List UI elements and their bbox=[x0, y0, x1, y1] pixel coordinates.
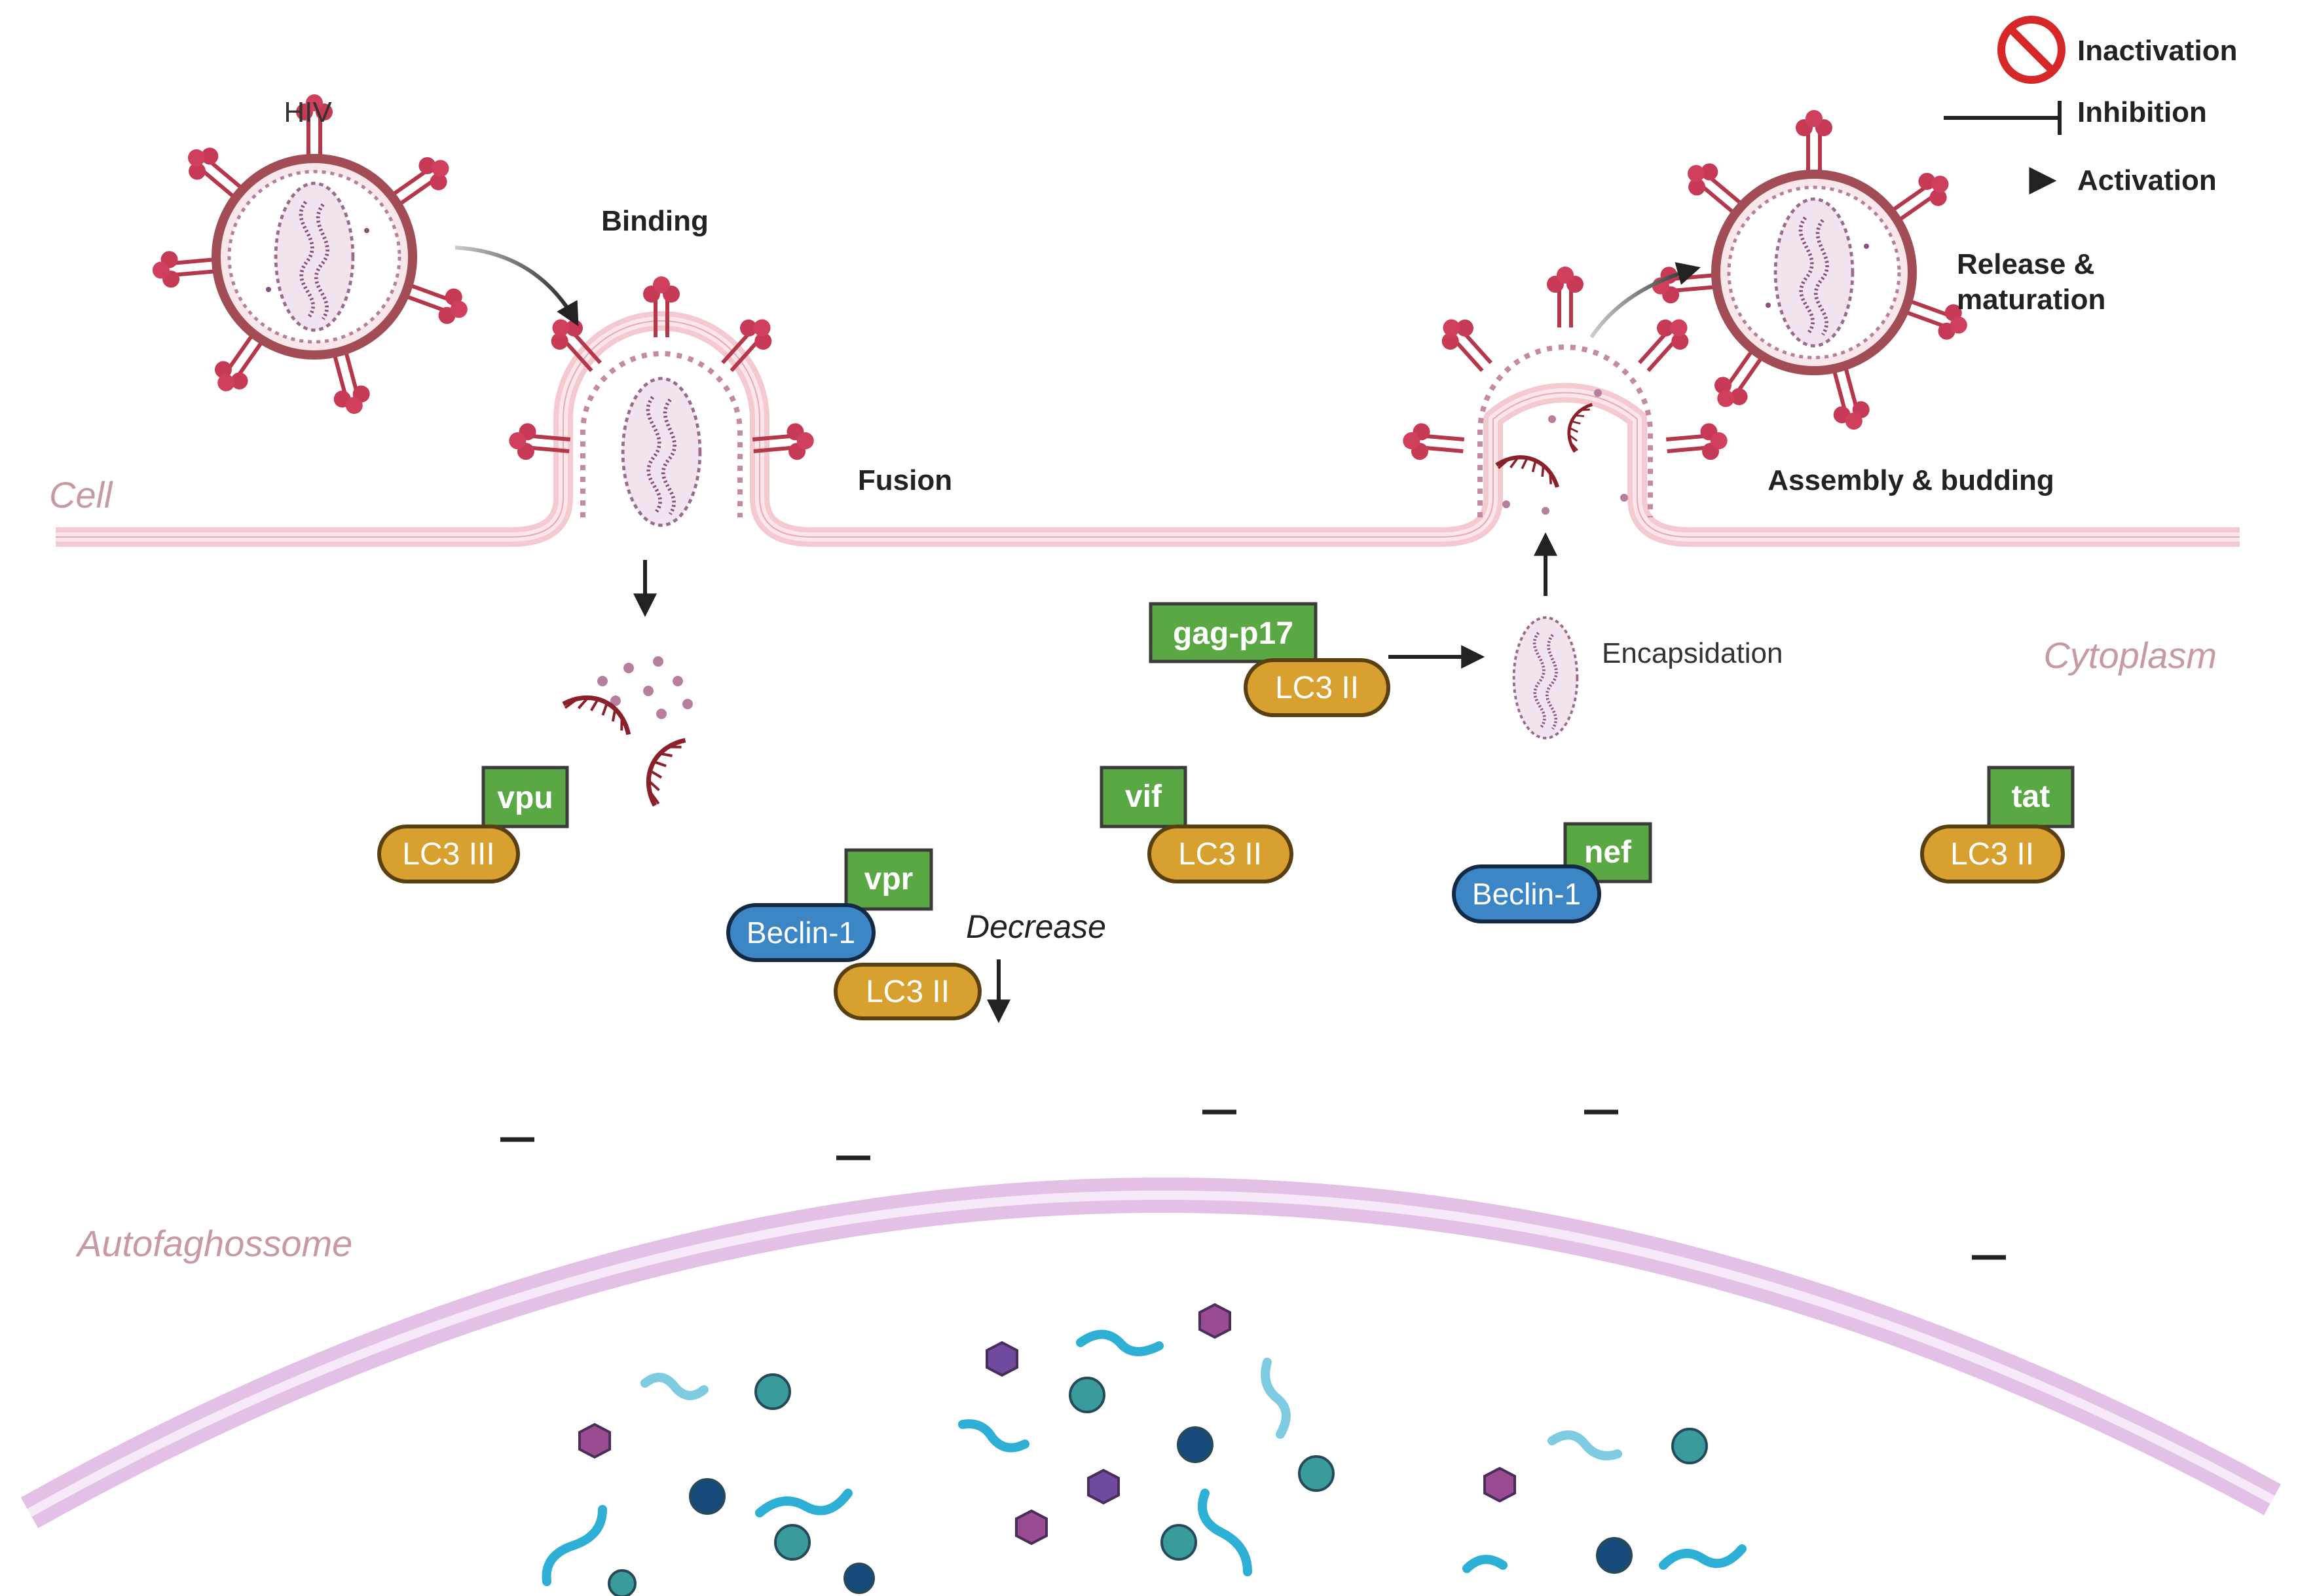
inhibition-lines bbox=[500, 887, 2006, 1257]
nef-label: nef bbox=[1584, 835, 1632, 870]
beclin-nef-pill bbox=[1452, 864, 1601, 923]
cell-label: Cell bbox=[49, 474, 113, 515]
legend: Inactivation Inhibition Activation bbox=[1944, 16, 2238, 196]
vpu-box bbox=[481, 766, 569, 828]
lc3-vif-label: LC3 II bbox=[1178, 837, 1262, 872]
vif-complex: vif LC3 II bbox=[1100, 766, 1293, 883]
vpr-box bbox=[844, 848, 933, 911]
release-label-line1: Release & bbox=[1957, 248, 2094, 280]
lc3-iii-label: LC3 III bbox=[402, 837, 494, 872]
legend-activation: Activation bbox=[2077, 164, 2217, 196]
encapsidation-capsid bbox=[1514, 618, 1578, 738]
autophagosome-cargo bbox=[542, 1303, 1747, 1596]
gag-box bbox=[1149, 602, 1318, 663]
encapsidation-label: Encapsidation bbox=[1602, 637, 1783, 669]
decrease-label: Decrease bbox=[966, 908, 1106, 945]
process-arrows bbox=[454, 246, 1701, 1024]
tat-complex: tat LC3 II bbox=[1920, 766, 2075, 883]
autophagosome-label: Autofaghossome bbox=[75, 1223, 352, 1264]
inactivation-icon bbox=[1997, 16, 2065, 84]
lc3-vpr-label: LC3 II bbox=[866, 974, 950, 1009]
legend-inhibition: Inhibition bbox=[2077, 96, 2207, 128]
lc3-gag-pill bbox=[1244, 658, 1390, 717]
beclin-vpr-pill bbox=[726, 903, 876, 962]
vif-label: vif bbox=[1125, 779, 1162, 814]
tat-box bbox=[1987, 766, 2075, 828]
lc3-iii-pill bbox=[377, 825, 520, 883]
gag-complex: gag-p17 LC3 II bbox=[1149, 602, 1390, 717]
binding-arrow bbox=[454, 246, 579, 327]
cytoplasm-label: Cytoplasm bbox=[2043, 635, 2217, 676]
nef-complex: nef Beclin-1 bbox=[1452, 822, 1652, 923]
inhibition-icon bbox=[1944, 101, 2062, 135]
vpr-complex: vpr Beclin-1 LC3 II Decrease bbox=[726, 848, 1106, 1020]
budding-virion bbox=[1401, 267, 1729, 517]
hiv-label: HIV bbox=[284, 96, 332, 128]
beclin-nef-label: Beclin-1 bbox=[1472, 877, 1581, 911]
release-label-line2: maturation bbox=[1957, 284, 2105, 316]
release-arrow bbox=[1589, 262, 1701, 339]
gag-label: gag-p17 bbox=[1173, 616, 1293, 651]
lc3-gag-label: LC3 II bbox=[1275, 671, 1359, 705]
tat-label: tat bbox=[2012, 779, 2050, 814]
fusion-label: Fusion bbox=[858, 464, 952, 496]
fusing-virion bbox=[508, 276, 815, 525]
hiv-virion-released bbox=[1651, 110, 1973, 434]
beclin-vpr-label: Beclin-1 bbox=[747, 916, 855, 950]
lc3-vif-pill bbox=[1147, 825, 1293, 883]
vif-box bbox=[1100, 766, 1187, 828]
hiv-virion-free bbox=[151, 94, 473, 418]
cell-membrane bbox=[56, 311, 2240, 547]
assembly-label: Assembly & budding bbox=[1768, 464, 2054, 496]
lc3-tat-pill bbox=[1920, 825, 2065, 883]
vpu-complex: vpu LC3 III bbox=[377, 766, 569, 883]
released-viral-rna bbox=[562, 656, 693, 807]
vpr-label: vpr bbox=[864, 862, 914, 897]
lc3-vpr-pill bbox=[834, 963, 982, 1020]
binding-label: Binding bbox=[601, 205, 709, 237]
autophagosome-membrane bbox=[20, 1178, 2281, 1529]
legend-inactivation: Inactivation bbox=[2077, 35, 2238, 67]
vpu-label: vpu bbox=[497, 781, 553, 815]
lc3-tat-label: LC3 II bbox=[1950, 837, 2034, 872]
